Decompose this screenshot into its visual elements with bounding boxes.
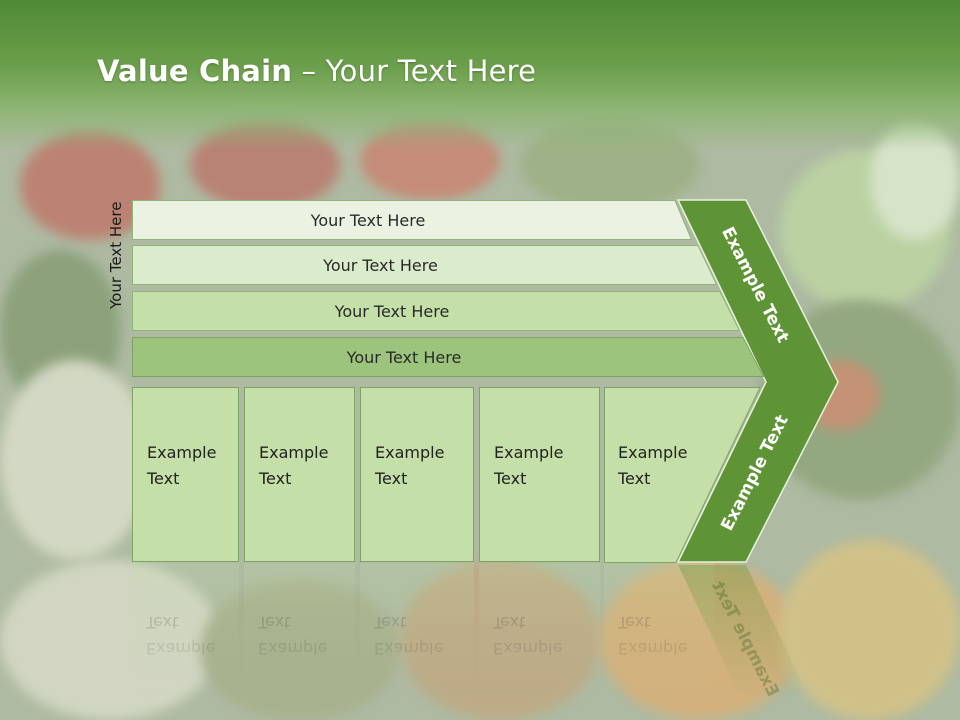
support-row-2-label: Your Text Here xyxy=(323,255,438,275)
reflection-2-line2: Text xyxy=(258,613,291,632)
activity-box-5: Example Text xyxy=(604,387,714,562)
support-row-1: Your Text Here xyxy=(132,200,692,240)
support-row-3-label: Your Text Here xyxy=(334,301,450,321)
reflection-5-line2: Text xyxy=(618,613,651,632)
activity-box-3: Example Text xyxy=(360,387,474,562)
reflection-3-line2: Text xyxy=(374,613,407,632)
activity-box-1-line1: Example xyxy=(147,443,217,462)
reflection-4-line2: Text xyxy=(493,613,526,632)
header-band xyxy=(0,0,960,150)
activity-box-2-line1: Example xyxy=(259,443,329,462)
activity-box-5-line2: Text xyxy=(618,469,651,488)
activity-box-2-line2: Text xyxy=(259,469,292,488)
support-row-4: Your Text Here xyxy=(132,337,764,377)
activity-box-5-line1: Example xyxy=(618,443,688,462)
reflection-4-line1: Example xyxy=(493,639,563,658)
reflection-1-line1: Example xyxy=(146,639,216,658)
reflection-3-line1: Example xyxy=(374,639,444,658)
activity-box-2: Example Text xyxy=(244,387,355,562)
activity-box-2-reflection: Example Text xyxy=(244,563,355,713)
activity-box-1-line2: Text xyxy=(147,469,180,488)
activity-box-4: Example Text xyxy=(479,387,600,562)
reflection-5-line1: Example xyxy=(618,639,688,658)
activity-box-4-line1: Example xyxy=(494,443,564,462)
activity-box-1: Example Text xyxy=(132,387,239,562)
chevron-lower-label: Example Text xyxy=(717,411,793,535)
reflection-2-line1: Example xyxy=(258,639,328,658)
support-row-1-label: Your Text Here xyxy=(310,210,426,230)
slide-title-bold: Value Chain xyxy=(97,54,293,88)
activity-box-3-line2: Text xyxy=(375,469,408,488)
reflection-1-line2: Text xyxy=(146,613,179,632)
chevron-lower-label-reflection: Example Text xyxy=(707,577,783,701)
activity-box-3-reflection: Example Text xyxy=(360,563,474,713)
activity-box-1-reflection: Example Text xyxy=(132,563,239,713)
slide-title: Value Chain – Your Text Here xyxy=(97,54,536,88)
activity-box-5-reflection: Example Text xyxy=(604,563,714,713)
support-row-2: Your Text Here xyxy=(132,245,717,285)
side-label: Your Text Here xyxy=(107,201,125,309)
slide-title-rest: – Your Text Here xyxy=(292,54,537,88)
activity-box-3-line1: Example xyxy=(375,443,445,462)
support-row-4-label: Your Text Here xyxy=(346,347,462,367)
activity-box-4-line2: Text xyxy=(494,469,527,488)
support-row-3: Your Text Here xyxy=(132,291,740,331)
activity-box-4-reflection: Example Text xyxy=(479,563,600,713)
